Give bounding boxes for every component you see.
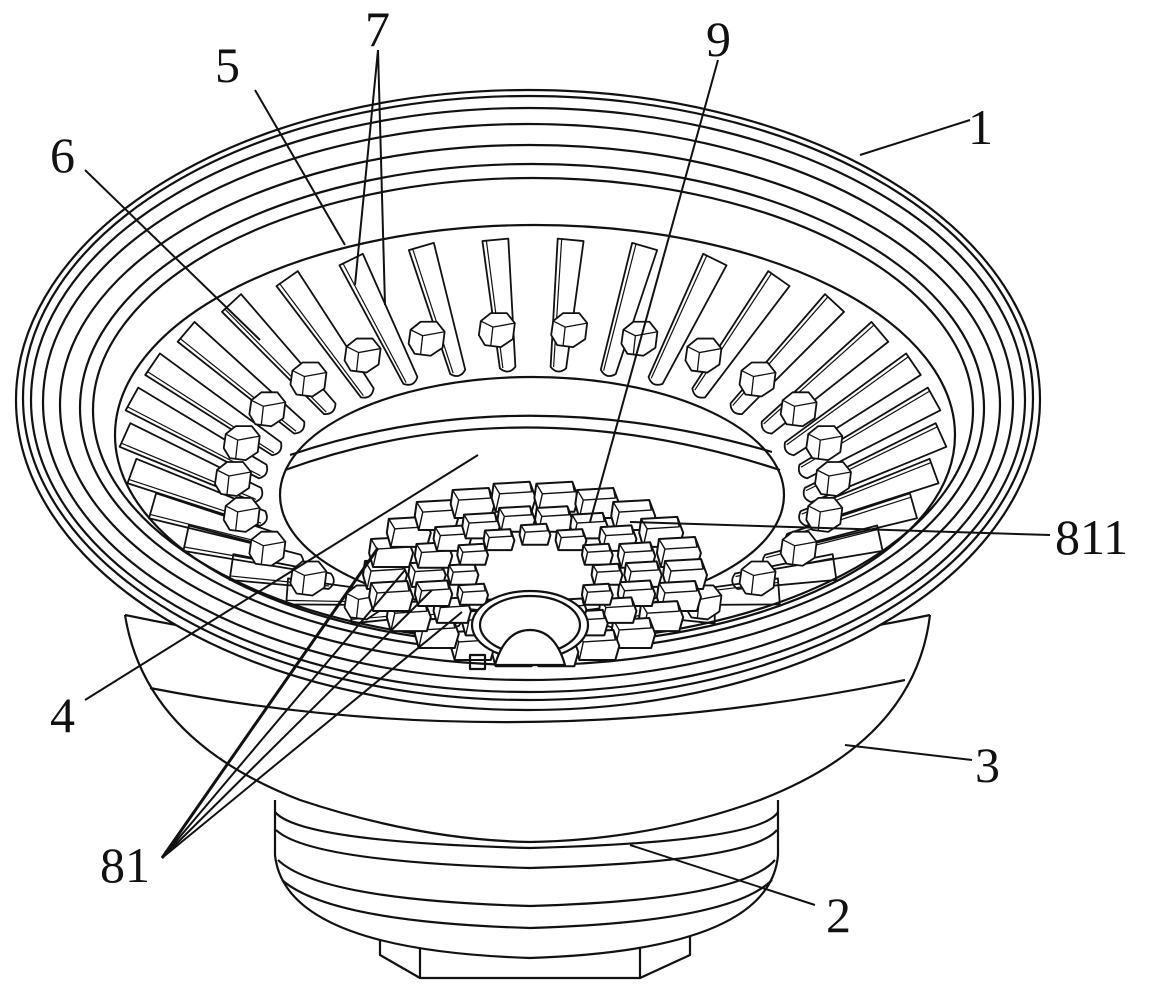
ref-label-1: 1 [968, 102, 993, 152]
tooth [290, 561, 326, 595]
hub-tooth [592, 564, 623, 585]
ref-label-3: 3 [975, 740, 1000, 790]
leader-3 [845, 745, 972, 760]
hub-tooth [457, 584, 488, 605]
tooth [345, 339, 381, 373]
tooth [215, 462, 251, 496]
tooth [249, 392, 285, 426]
hub-tooth [457, 544, 488, 565]
tooth [224, 426, 260, 460]
hub-tooth [582, 584, 613, 605]
tooth [409, 322, 445, 356]
tooth [224, 498, 260, 532]
tooth [551, 313, 587, 347]
tooth [740, 561, 776, 595]
ref-label-2: 2 [826, 890, 851, 940]
hub-tooth [484, 529, 515, 550]
tooth [740, 363, 776, 397]
tooth [621, 322, 657, 356]
hub-tooth [582, 544, 613, 565]
tooth [290, 363, 326, 397]
ref-label-81: 81 [100, 840, 150, 890]
tooth [781, 392, 817, 426]
hub-tooth [520, 524, 551, 545]
leader-1 [860, 120, 970, 155]
tooth [806, 426, 842, 460]
ref-label-7: 7 [365, 4, 390, 54]
hub-tooth [556, 529, 587, 550]
tooth [479, 313, 515, 347]
hub-tooth [448, 564, 479, 585]
ref-label-6: 6 [50, 130, 75, 180]
tooth [685, 339, 721, 373]
ref-label-5: 5 [215, 40, 240, 90]
ref-label-811: 811 [1055, 512, 1128, 562]
tooth [781, 532, 817, 566]
tooth [249, 532, 285, 566]
ref-label-4: 4 [50, 690, 75, 740]
tooth [815, 462, 851, 496]
ref-label-9: 9 [706, 14, 731, 64]
